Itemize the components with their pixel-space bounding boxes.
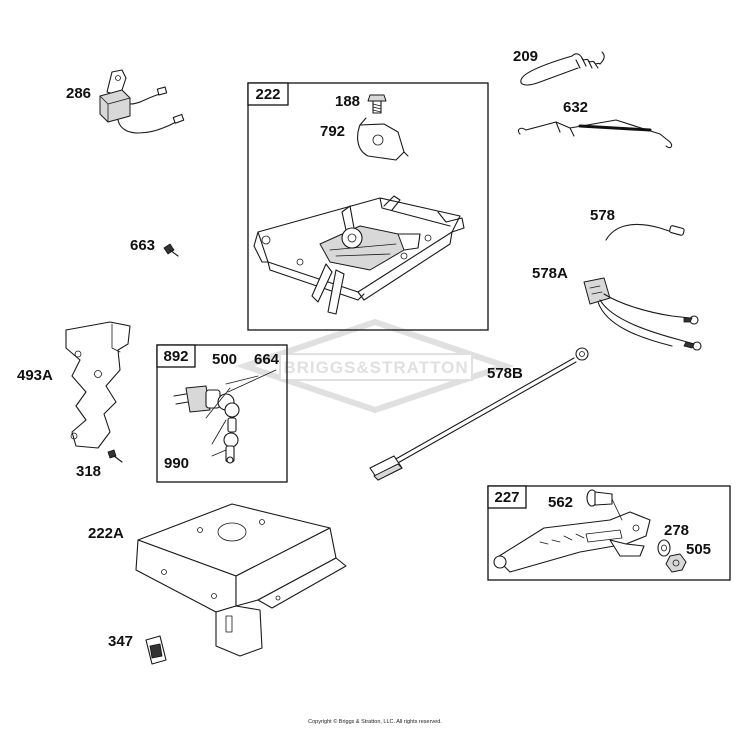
watermark-text: BRIGGS&STRATTON — [283, 358, 468, 377]
label-505: 505 — [686, 541, 711, 558]
label-562: 562 — [548, 494, 573, 511]
part-318-screw[interactable] — [107, 449, 123, 463]
part-578-wire-lead[interactable] — [605, 223, 685, 241]
part-286-relay[interactable] — [99, 69, 185, 134]
part-227-throttle-lever[interactable] — [493, 511, 651, 573]
label-632: 632 — [563, 99, 588, 116]
part-222-control-bracket[interactable] — [253, 195, 465, 315]
label-578B: 578B — [487, 365, 523, 382]
copyright-notice: Copyright © Briggs & Stratton, LLC. All … — [308, 719, 442, 725]
label-286: 286 — [66, 85, 91, 102]
label-792: 792 — [320, 123, 345, 140]
part-663-screw[interactable] — [163, 243, 179, 257]
group-box-222 — [247, 82, 489, 331]
label-500: 500 — [212, 351, 237, 368]
part-188-bolt[interactable] — [367, 94, 387, 114]
group-label-222: 222 — [255, 86, 280, 103]
part-505-nut[interactable] — [665, 553, 687, 573]
part-347-rocker-switch[interactable] — [145, 635, 167, 665]
label-663: 663 — [130, 237, 155, 254]
label-578A: 578A — [532, 265, 568, 282]
label-347: 347 — [108, 633, 133, 650]
group-label-227: 227 — [494, 489, 519, 506]
label-664: 664 — [254, 351, 280, 368]
group-tag-227 — [487, 485, 527, 509]
part-562-pivot-bolt[interactable] — [586, 489, 623, 521]
group-tag-222 — [247, 82, 289, 106]
group-box-227 — [487, 485, 731, 581]
label-188: 188 — [335, 93, 360, 110]
label-278: 278 — [664, 522, 689, 539]
label-222A: 222A — [88, 525, 124, 542]
part-278-washer[interactable] — [657, 539, 671, 557]
part-493A-shield[interactable] — [65, 321, 131, 449]
part-578B-ground-wire[interactable] — [369, 347, 589, 481]
part-578A-harness[interactable] — [583, 277, 702, 351]
group-tag-892 — [156, 344, 196, 368]
part-222A-control-panel[interactable] — [135, 503, 347, 657]
group-box-892 — [156, 344, 288, 483]
part-892-ignition-switch[interactable] — [173, 369, 277, 464]
part-209-spring[interactable] — [520, 51, 605, 86]
part-792-bracket[interactable] — [357, 117, 409, 161]
label-578: 578 — [590, 207, 615, 224]
brand-watermark: BRIGGS&STRATTON — [235, 318, 515, 414]
label-209: 209 — [513, 48, 538, 65]
label-493A: 493A — [17, 367, 53, 384]
part-632-link-rod[interactable] — [517, 119, 673, 149]
group-label-892: 892 — [163, 348, 188, 365]
label-318: 318 — [76, 463, 101, 480]
label-990: 990 — [164, 455, 189, 472]
